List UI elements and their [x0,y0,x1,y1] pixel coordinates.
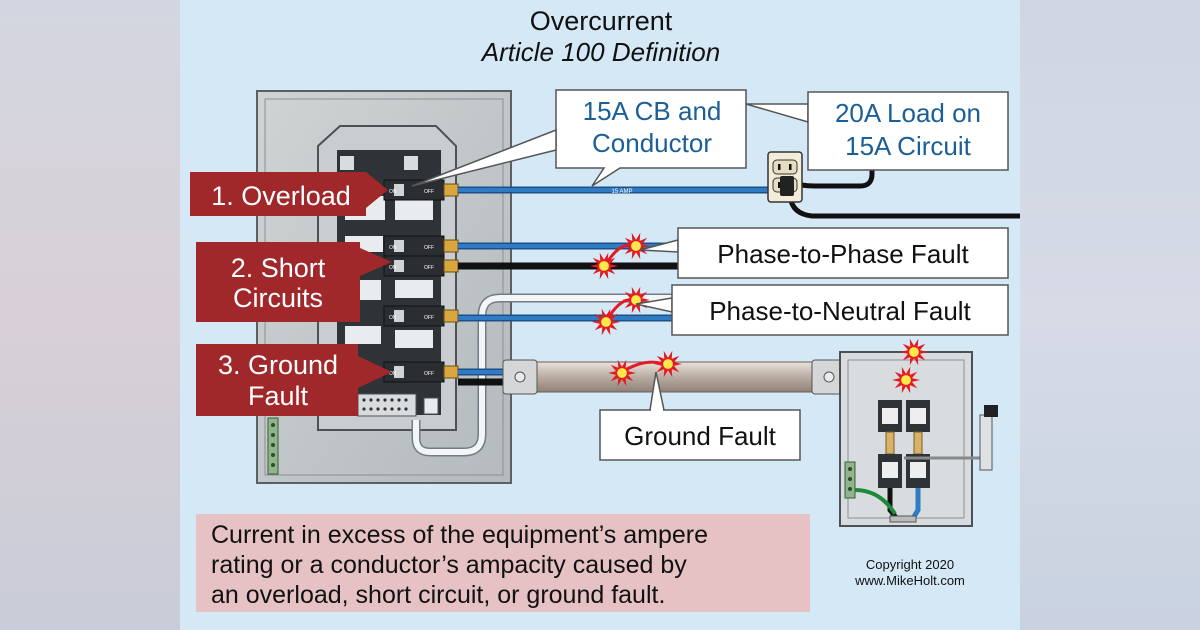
callout-phase-to-neutral: Phase-to-Neutral Fault [635,284,1009,336]
label-overload: 1. Overload [190,172,388,216]
fault-spark-core [617,368,627,378]
label-short-circuits: 2. Short Circuits [196,242,392,322]
circuit-breakers: ON OFF ON OFF ON OFF ON OFF ON OFF [383,179,459,383]
wire-rating-text: 15 AMP [611,189,632,195]
callout-phase-to-phase-text: Phase-to-Phase Fault [717,239,969,269]
circuit-breaker: ON OFF [383,305,459,327]
callout-cb-conductor: 15A CB and Conductor [411,89,747,187]
label-ground-line-1: 3. Ground [218,350,338,380]
circuit-breaker: ON OFF [383,361,459,383]
right-margin [1020,0,1200,630]
breaker-on-label: ON [389,245,397,251]
breaker-on-label: ON [389,265,397,271]
diagram-subtitle: Article 100 Definition [480,37,720,67]
callout-phase-to-phase: Phase-to-Phase Fault [639,227,1009,279]
receptacle [767,151,803,203]
label-ground-fault: 3. Ground Fault [196,344,392,416]
label-short-line-2: Circuits [233,283,323,313]
callout-load-line-1: 20A Load on [835,98,981,128]
breaker-on-label: ON [389,315,397,321]
breaker-off-label: OFF [424,265,434,271]
definition-line-3: an overload, short circuit, or ground fa… [211,581,665,609]
label-overload-text: 1. Overload [211,181,351,211]
fault-spark-core [599,261,609,271]
copyright-line-1: Copyright 2020 [866,557,954,572]
callout-cb-line-2: Conductor [592,128,712,158]
definition-line-1: Current in excess of the equipment’s amp… [211,521,708,549]
diagram-title: Overcurrent [530,6,673,36]
circuit-breaker: ON OFF [383,255,459,277]
fault-spark-core [631,295,641,305]
fault-spark-core [601,317,611,327]
breaker-on-label: ON [389,189,397,195]
breaker-off-label: OFF [424,315,434,321]
callout-ground-fault: Ground Fault [599,371,801,461]
left-margin [0,0,180,630]
breaker-off-label: OFF [424,371,434,377]
copyright-line-2: www.MikeHolt.com [854,573,965,588]
fault-spark-core [901,375,911,385]
circuit-breaker: ON OFF [383,179,459,201]
fault-spark-core [631,241,641,251]
callout-ground-fault-text: Ground Fault [624,421,777,451]
circuit-breaker: ON OFF [383,235,459,257]
breaker-off-label: OFF [424,189,434,195]
callout-load-line-2: 15A Circuit [845,131,971,161]
label-ground-line-2: Fault [248,381,309,411]
fault-spark-core [909,347,919,357]
callout-load: 20A Load on 15A Circuit [745,91,1009,171]
callout-phase-to-neutral-text: Phase-to-Neutral Fault [709,296,971,326]
fault-spark-core [663,359,673,369]
definition-line-2: rating or a conductor’s ampacity caused … [211,551,687,579]
breaker-off-label: OFF [424,245,434,251]
disconnect-switch [839,351,998,527]
breaker-on-label: ON [389,371,397,377]
label-short-line-1: 2. Short [231,253,326,283]
callout-cb-line-1: 15A CB and [583,96,722,126]
fault-sparks [590,232,928,394]
definition-box: Current in excess of the equipment’s amp… [196,514,810,612]
